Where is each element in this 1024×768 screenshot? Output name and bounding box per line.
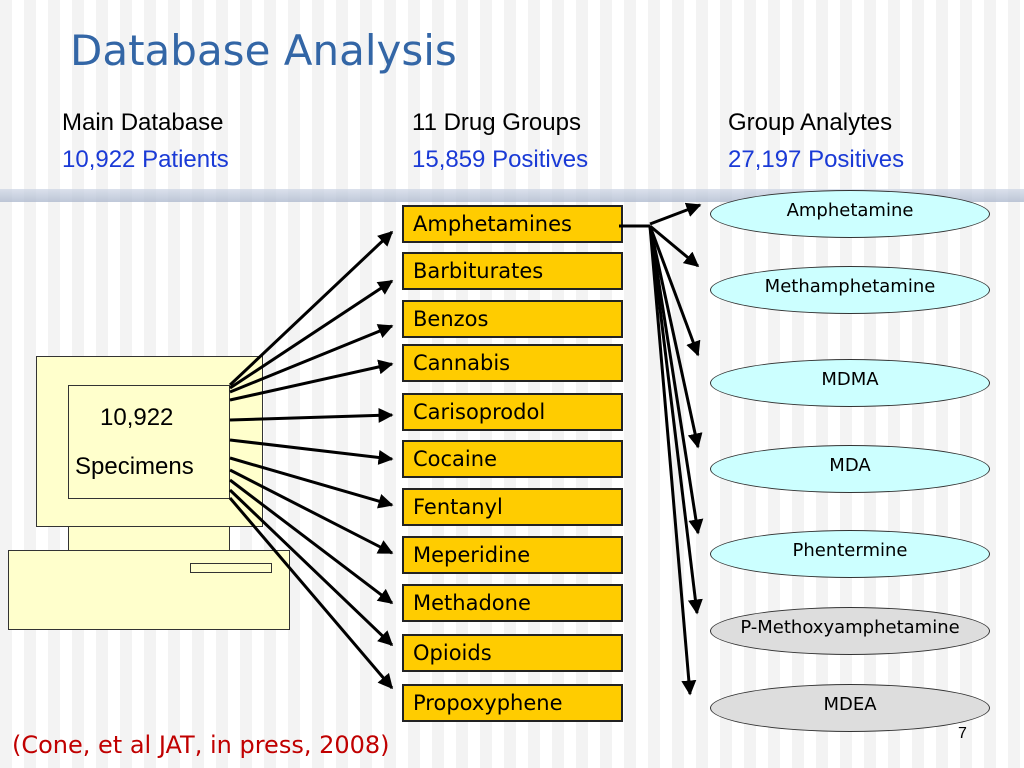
specimen-count: 10,922 [100, 404, 174, 431]
drug-groups-positives: 15,859 Positives [412, 146, 589, 173]
drug-group-propoxyphene: Propoxyphene [402, 684, 623, 722]
drug-group-amphetamines: Amphetamines [402, 205, 623, 243]
arrow-to-methamphetamine [649, 224, 700, 268]
drug-group-meperidine: Meperidine [402, 536, 623, 574]
arrow-to-amphetamine [649, 202, 702, 226]
page-number: 7 [958, 725, 967, 742]
arrow-to-mdma [648, 225, 701, 357]
analyte-mdma: MDMA [710, 359, 990, 407]
arrow-to-p-methoxyamphetamine [648, 225, 703, 615]
patients-count: 10,922 Patients [62, 146, 229, 173]
analyte-methamphetamine: Methamphetamine [710, 266, 990, 314]
specimen-label: Specimens [75, 453, 194, 480]
analyte-p-methoxyamphetamine: P-Methoxyamphetamine [710, 607, 990, 655]
main-database-heading: Main Database [62, 109, 224, 136]
drug-group-methadone: Methadone [402, 584, 623, 622]
drug-group-barbiturates: Barbiturates [402, 252, 623, 290]
monitor-stand [68, 527, 230, 551]
drug-group-fentanyl: Fentanyl [402, 488, 623, 526]
arrow-to-mda [648, 225, 703, 449]
monitor-screen [68, 385, 230, 499]
drug-group-cocaine: Cocaine [402, 440, 623, 478]
group-analytes-heading: Group Analytes [728, 109, 893, 136]
arrow-to-mdea [648, 225, 697, 696]
slide-title: Database Analysis [70, 26, 457, 75]
computer-base-unit [8, 550, 290, 630]
analyte-amphetamine: Amphetamine [710, 190, 990, 238]
analyte-phentermine: Phentermine [710, 530, 990, 578]
drug-group-carisoprodol: Carisoprodol [402, 393, 623, 431]
drug-groups-heading: 11 Drug Groups [412, 109, 581, 136]
disk-drive-slot [190, 563, 272, 573]
arrow-to-phentermine [648, 225, 704, 535]
analyte-mdea: MDEA [710, 684, 990, 732]
drug-group-benzos: Benzos [402, 300, 623, 338]
drug-group-cannabis: Cannabis [402, 344, 623, 382]
analyte-mda: MDA [710, 445, 990, 493]
citation: (Cone, et al JAT, in press, 2008) [12, 731, 390, 759]
drug-group-opioids: Opioids [402, 634, 623, 672]
group-analytes-positives: 27,197 Positives [728, 146, 905, 173]
